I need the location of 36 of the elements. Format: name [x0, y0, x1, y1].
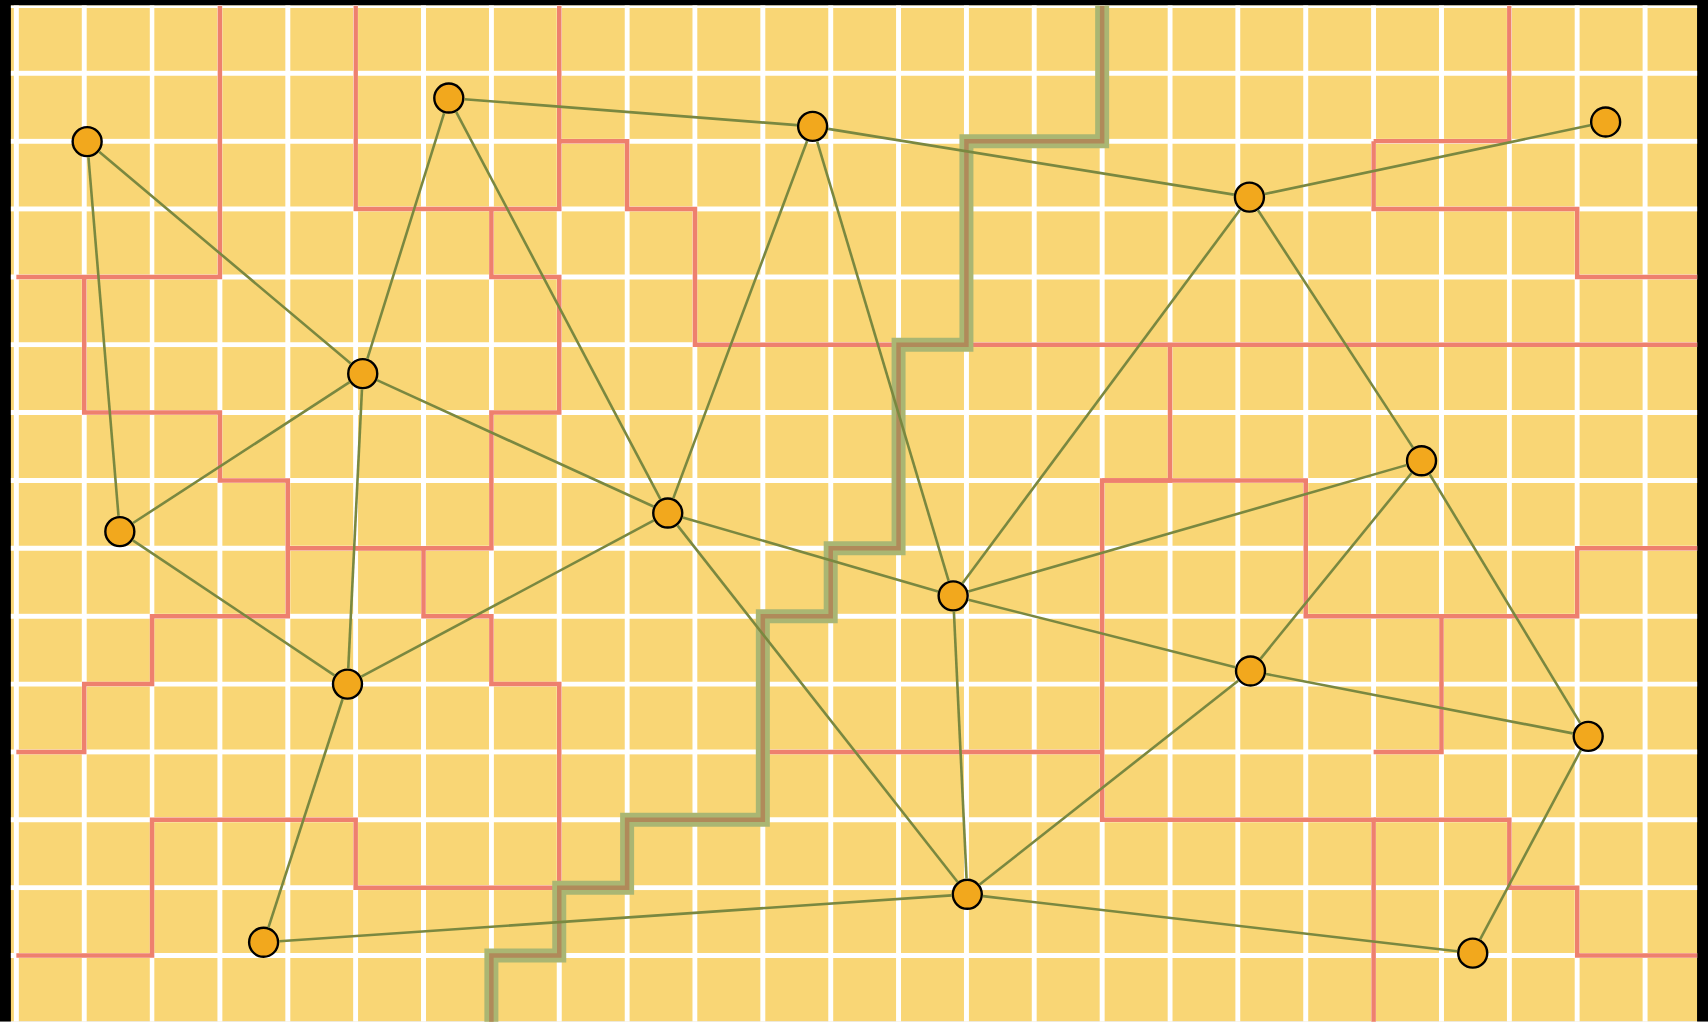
vertex-circle [247, 926, 280, 959]
edge-line [1428, 473, 1582, 724]
edge-line [132, 539, 336, 677]
edge-line [1265, 672, 1574, 735]
edge-line [464, 98, 798, 127]
edge-line [961, 209, 1242, 585]
edge-line [952, 611, 968, 879]
edge-line [346, 389, 364, 669]
edge-line [967, 464, 1407, 593]
edge-line [815, 141, 950, 582]
edge-line [1256, 209, 1415, 449]
vertex-circle [1405, 445, 1438, 477]
edge-line [360, 519, 655, 678]
edge-line [366, 112, 446, 360]
vertex-circle [796, 110, 829, 143]
edge-line [672, 140, 809, 499]
vertex-circle [1234, 655, 1267, 687]
edge-line [376, 379, 654, 508]
edge-line [98, 150, 352, 365]
vertex-circle [1233, 181, 1266, 213]
edge-line [1264, 124, 1591, 196]
edge-line [982, 894, 1458, 953]
vertex-circle [331, 668, 364, 700]
edge-line [132, 381, 351, 525]
edge-line [682, 516, 939, 593]
edge-line [87, 157, 120, 517]
edge-line [968, 598, 1236, 669]
edge-line [1259, 472, 1413, 660]
edge-line [267, 698, 344, 928]
edge-line [676, 524, 959, 883]
edge-line [978, 679, 1239, 886]
edge-line [454, 111, 662, 500]
vertex-circle [1589, 106, 1622, 138]
edge-line [279, 894, 952, 943]
edge-line [827, 127, 1235, 197]
edge-line [1478, 749, 1582, 940]
